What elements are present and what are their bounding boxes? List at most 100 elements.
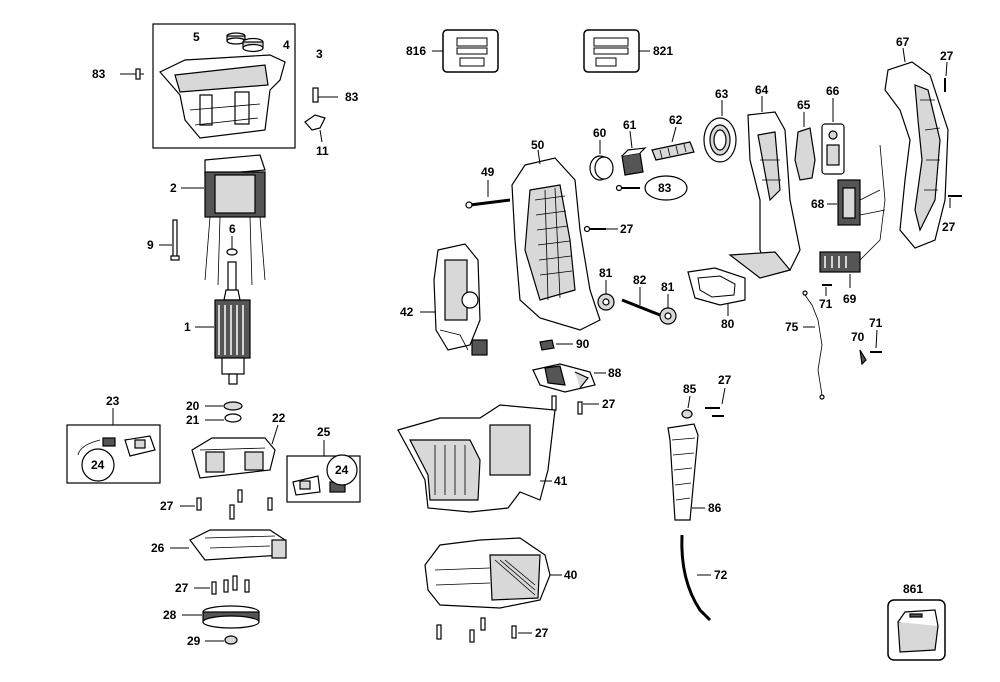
part-3-frame — [152, 23, 296, 149]
callout-41: 41 — [554, 474, 568, 488]
callout-68: 68 — [811, 197, 825, 211]
part-68-switch — [837, 179, 886, 226]
part-27-screws-row1 — [196, 489, 273, 520]
part-27-screws-88 — [551, 395, 583, 415]
part-63-grommet — [703, 117, 737, 163]
callout-80: 80 — [721, 317, 735, 331]
callout-27c: 27 — [940, 49, 954, 63]
callout-71b: 71 — [869, 316, 883, 330]
callout-60: 60 — [593, 126, 607, 140]
callout-4: 4 — [283, 38, 290, 52]
callout-69: 69 — [843, 292, 857, 306]
part-75-wire — [802, 290, 825, 400]
part-67-handle — [884, 61, 949, 249]
part-83-callout-oval — [644, 175, 688, 201]
part-88-bracket — [532, 363, 596, 393]
callout-83a: 83 — [92, 67, 106, 81]
callout-66: 66 — [826, 84, 840, 98]
part-27-screws-row2 — [211, 575, 250, 595]
part-6-washer — [226, 248, 238, 256]
part-61-block — [621, 147, 647, 176]
callout-61: 61 — [623, 118, 637, 132]
callout-90: 90 — [576, 337, 590, 351]
callout-26: 26 — [151, 541, 165, 555]
part-28-ring — [202, 605, 260, 629]
callout-861: 861 — [903, 582, 923, 596]
callout-63: 63 — [715, 87, 729, 101]
callout-821: 821 — [653, 44, 673, 58]
part-2-field — [204, 154, 266, 286]
callout-49: 49 — [481, 165, 495, 179]
callout-11: 11 — [316, 144, 329, 158]
part-86-cord-protector — [667, 423, 699, 521]
part-4-bearing — [242, 37, 264, 53]
callout-816: 816 — [406, 44, 426, 58]
callout-70: 70 — [851, 330, 865, 344]
part-81-cam-b — [659, 307, 677, 325]
callout-5: 5 — [193, 30, 200, 44]
part-65-grip — [794, 127, 816, 181]
callout-21: 21 — [186, 413, 200, 427]
callout-27g: 27 — [602, 397, 616, 411]
part-83-screw-right — [312, 87, 338, 103]
callout-22: 22 — [272, 411, 286, 425]
part-26-plate — [189, 529, 287, 561]
callout-72: 72 — [714, 568, 728, 582]
part-82-pin — [621, 298, 661, 317]
part-85-nut — [681, 409, 693, 419]
part-42-mechanism — [433, 243, 488, 356]
callout-25: 25 — [317, 425, 331, 439]
part-50-handle-half — [511, 157, 601, 331]
part-49-screw — [465, 198, 511, 209]
part-29-screw — [224, 635, 238, 645]
part-69-connector — [819, 144, 886, 273]
callout-27b: 27 — [175, 581, 189, 595]
part-3-gear-housing — [159, 54, 286, 139]
callout-20: 20 — [186, 399, 200, 413]
callout-71a: 71 — [819, 297, 833, 311]
callout-65: 65 — [797, 98, 811, 112]
part-20-bearing — [223, 401, 243, 411]
callout-75: 75 — [785, 320, 799, 334]
callout-labels: 5 4 3 83 83 11 2 6 9 1 23 20 21 22 25 24… — [91, 30, 956, 648]
part-24-circle-b — [326, 454, 358, 486]
callout-27f: 27 — [718, 373, 732, 387]
callout-85: 85 — [683, 382, 697, 396]
callout-88: 88 — [608, 366, 622, 380]
part-23-brush-assembly — [77, 435, 156, 457]
callout-6: 6 — [229, 222, 236, 236]
callout-42: 42 — [400, 305, 414, 319]
part-27-screws-40 — [436, 617, 517, 643]
part-5-bearing — [226, 32, 246, 45]
part-40-cover — [424, 537, 551, 609]
part-70-clip — [859, 349, 867, 366]
part-23-frame — [66, 424, 161, 484]
callout-23: 23 — [106, 394, 120, 408]
callout-24a: 24 — [91, 458, 105, 472]
part-41-housing — [397, 404, 556, 513]
part-27-screw-center — [583, 225, 606, 233]
part-83-screw-left — [120, 68, 144, 80]
part-816-label — [442, 29, 499, 73]
part-62-roller — [651, 141, 695, 161]
callout-1: 1 — [184, 320, 191, 334]
part-brush-holder — [191, 437, 276, 479]
part-60-ring — [589, 155, 614, 181]
callout-3: 3 — [316, 47, 323, 61]
callout-40: 40 — [564, 568, 578, 582]
callout-62: 62 — [669, 113, 683, 127]
callout-81b: 81 — [661, 280, 675, 294]
part-72-cord — [680, 534, 712, 622]
callout-27e: 27 — [620, 222, 634, 236]
callout-29: 29 — [187, 634, 201, 648]
callout-27a: 27 — [160, 499, 174, 513]
part-821-label — [583, 29, 640, 73]
part-66-switch — [821, 123, 845, 175]
part-25-brush-assembly — [292, 475, 346, 496]
callout-27d: 27 — [942, 220, 956, 234]
callout-83c: 83 — [658, 181, 672, 195]
callout-27h: 27 — [535, 626, 549, 640]
callout-83b: 83 — [345, 90, 359, 104]
part-80-frame — [687, 251, 792, 306]
